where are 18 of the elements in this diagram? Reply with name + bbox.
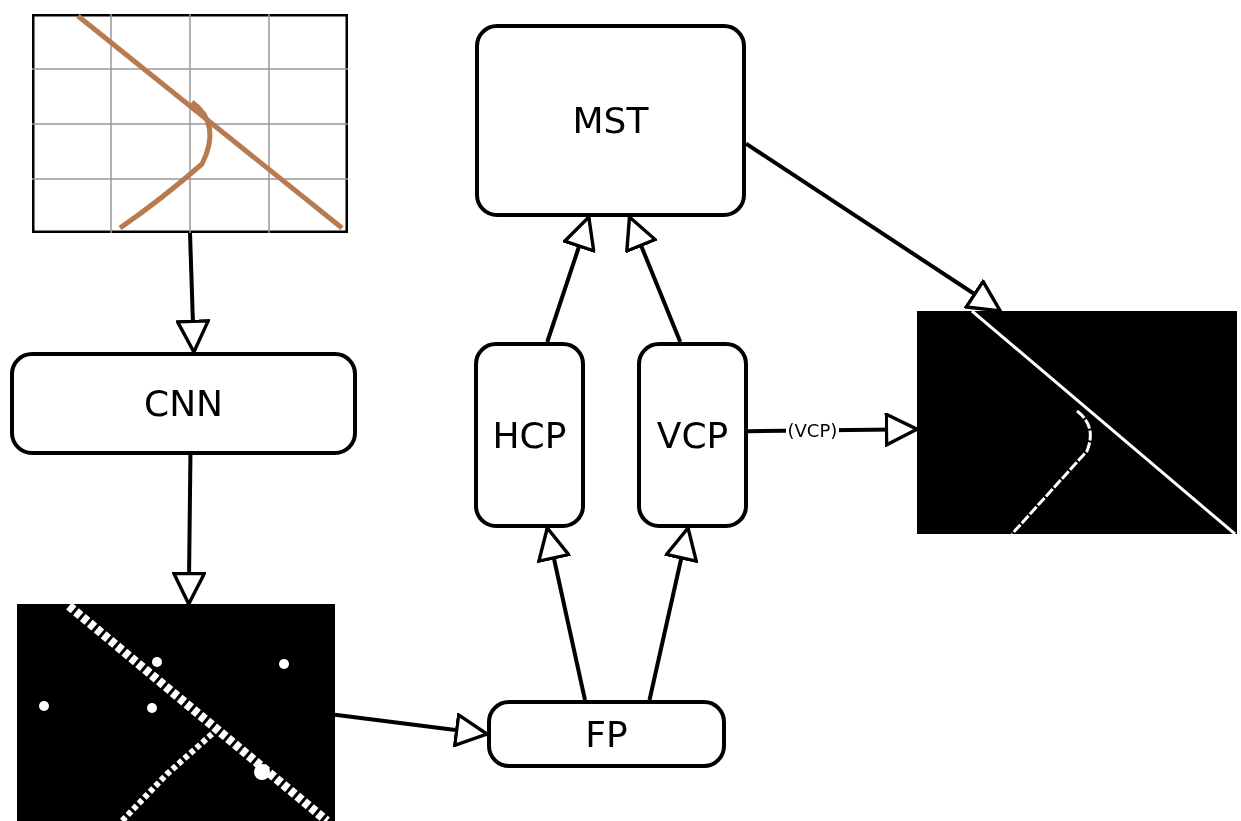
arrow — [625, 215, 683, 343]
box-label: HCP — [492, 414, 567, 456]
arrow — [334, 712, 489, 747]
box-label: CNN — [144, 383, 223, 424]
process-box — [475, 24, 746, 217]
box-label: MST — [572, 100, 649, 141]
arrow — [744, 142, 1002, 313]
process-box — [637, 342, 748, 528]
box-label: FP — [585, 713, 628, 755]
arrow — [175, 232, 210, 354]
process-box — [10, 352, 357, 455]
box-label: VCP — [656, 414, 729, 456]
arrow — [647, 526, 698, 701]
process-box — [487, 700, 726, 768]
process-box — [474, 342, 585, 528]
arrow — [172, 454, 207, 606]
arrow — [545, 215, 596, 343]
arrow — [537, 526, 587, 701]
